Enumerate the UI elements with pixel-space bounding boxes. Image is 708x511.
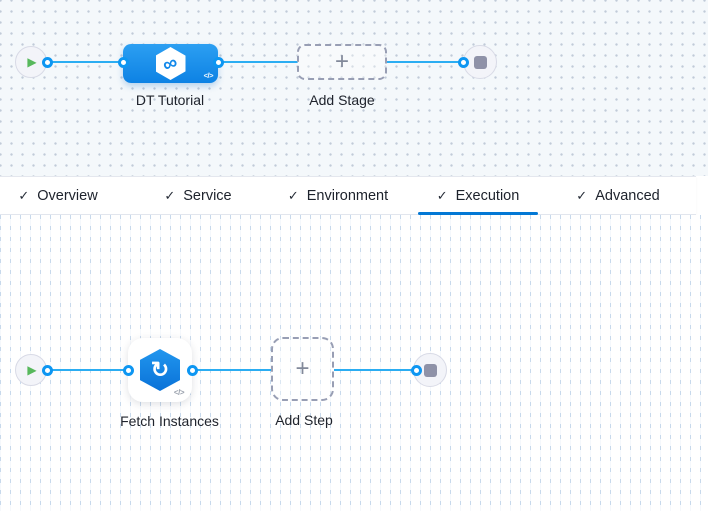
edge-stage-to-addstage bbox=[217, 61, 298, 63]
stage-canvas[interactable]: ▶ ∞ </> + DT Tutorial Add Stage bbox=[0, 0, 708, 176]
check-icon: ✓ bbox=[436, 187, 448, 203]
add-stage-label: Add Stage bbox=[309, 92, 375, 108]
active-tab-indicator bbox=[418, 212, 538, 215]
step-node-out-port[interactable] bbox=[186, 364, 198, 376]
tab-label: Service bbox=[183, 187, 232, 204]
add-step-label: Add Step bbox=[275, 412, 333, 428]
stage-node-in-port[interactable] bbox=[117, 56, 129, 68]
step-label: Fetch Instances bbox=[120, 413, 219, 429]
refresh-icon: ↻ bbox=[150, 357, 170, 382]
stop-icon bbox=[423, 363, 437, 377]
pipeline-end-node[interactable] bbox=[463, 45, 497, 79]
add-step-node[interactable]: + bbox=[271, 337, 334, 401]
play-icon: ▶ bbox=[27, 55, 37, 69]
step-node-in-port[interactable] bbox=[122, 364, 134, 376]
check-icon: ✓ bbox=[287, 187, 299, 203]
step-node-fetch-instances[interactable]: ↻ </> bbox=[128, 338, 192, 402]
check-icon: ✓ bbox=[164, 187, 176, 203]
check-icon: ✓ bbox=[576, 187, 588, 203]
tab-label: Overview bbox=[37, 187, 98, 204]
add-stage-node[interactable]: + bbox=[297, 44, 387, 80]
deploy-stage-icon: ∞ bbox=[155, 47, 186, 80]
tab-label: Advanced bbox=[595, 187, 660, 204]
fetch-instances-icon: ↻ bbox=[140, 349, 180, 391]
plus-icon: + bbox=[295, 355, 310, 382]
start-node-out-port[interactable] bbox=[41, 364, 53, 376]
play-icon: ▶ bbox=[27, 363, 37, 377]
stage-node-out-port[interactable] bbox=[212, 56, 224, 68]
tab-execution[interactable]: ✓ Execution bbox=[408, 177, 548, 215]
edge-addstep-to-end bbox=[334, 369, 416, 371]
tab-advanced[interactable]: ✓ Advanced bbox=[548, 177, 688, 214]
stage-label: DT Tutorial bbox=[135, 92, 205, 108]
check-icon: ✓ bbox=[18, 187, 30, 203]
end-node-in-port[interactable] bbox=[410, 364, 422, 376]
execution-canvas[interactable]: ▶ ↻ </> + Fetch Instances Add Step bbox=[0, 215, 708, 511]
edge-start-to-step bbox=[46, 369, 128, 371]
plus-icon: + bbox=[334, 48, 349, 75]
stop-icon bbox=[473, 55, 487, 69]
code-icon: </> bbox=[173, 388, 185, 397]
tab-environment[interactable]: ✓ Environment bbox=[268, 177, 408, 214]
stage-config-tabbar: ✓ Overview ✓ Service ✓ Environment ✓ Exe… bbox=[0, 176, 696, 215]
stage-node-dt-tutorial[interactable]: ∞ </> bbox=[123, 44, 218, 83]
code-icon: </> bbox=[203, 71, 214, 80]
tab-label: Environment bbox=[306, 187, 389, 204]
tab-overview[interactable]: ✓ Overview bbox=[0, 177, 128, 214]
end-node-in-port[interactable] bbox=[457, 56, 469, 68]
edge-addstage-to-end bbox=[386, 61, 464, 63]
tab-label: Execution bbox=[455, 187, 520, 204]
edge-step-to-addstep bbox=[192, 369, 271, 371]
tab-service[interactable]: ✓ Service bbox=[128, 177, 268, 214]
infinity-icon: ∞ bbox=[160, 50, 181, 77]
start-node-out-port[interactable] bbox=[41, 56, 53, 68]
edge-start-to-stage bbox=[46, 61, 124, 63]
